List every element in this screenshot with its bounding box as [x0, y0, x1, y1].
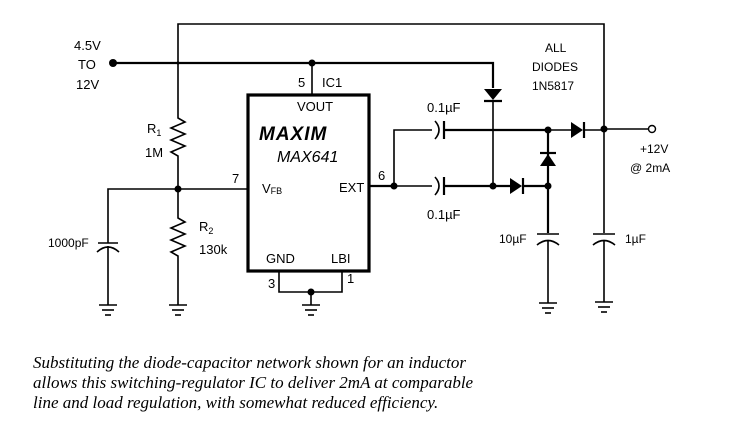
cpump-bottom-value: 0.1µF: [427, 207, 461, 222]
pin-ext-label: EXT: [339, 180, 364, 195]
pin6-number: 6: [378, 168, 385, 183]
output-label-2: @ 2mA: [630, 161, 670, 175]
output-label-1: +12V: [640, 142, 668, 156]
pin-gnd-label: GND: [266, 251, 295, 266]
pin5-number: 5: [298, 75, 305, 90]
figure-caption: Substituting the diode-capacitor network…: [33, 353, 713, 413]
input-label-1: 4.5V: [74, 38, 101, 53]
ic-part: MAX641: [277, 149, 338, 166]
r2-value: 130k: [199, 242, 228, 257]
wire-input-rail: [113, 61, 495, 88]
diode-output-icon: [571, 122, 583, 138]
input-label-3: 12V: [76, 77, 99, 92]
input-label-2: TO: [78, 57, 96, 72]
pin-lbi-label: LBI: [331, 251, 351, 266]
wire-cfb: [107, 188, 178, 243]
r1-value: 1M: [145, 145, 163, 160]
c10-value: 10µF: [499, 232, 527, 246]
diodes-note-3: 1N5817: [532, 79, 574, 93]
ic-ref: IC1: [322, 75, 342, 90]
ground-icon: [169, 304, 187, 316]
ground-icon: [539, 302, 557, 314]
diodes-note-2: DIODES: [532, 60, 578, 74]
r1-ref: R1: [147, 121, 161, 138]
diode-vertical-icon: [540, 154, 556, 166]
ground-icon: [302, 304, 320, 316]
capacitor-pump-top-curve: [434, 120, 440, 140]
caption-line-1: Substituting the diode-capacitor network…: [33, 353, 467, 372]
pin1-number: 1: [347, 271, 354, 286]
junction-r1-input: [176, 61, 180, 65]
cout-value: 1µF: [625, 232, 646, 246]
ground-icon: [99, 304, 117, 316]
ic-body: [246, 93, 371, 273]
diodes-note-1: ALL: [545, 41, 567, 55]
capacitor-pump-bottom-curve: [434, 176, 440, 196]
resistor-r1: [168, 100, 188, 189]
output-terminal: [647, 124, 657, 134]
pin7-number: 7: [232, 171, 239, 186]
ic-brand: MAXIM: [259, 124, 328, 145]
resistor-r2: [168, 189, 188, 305]
wire-feedback-top: [177, 23, 605, 128]
ground-icon: [595, 301, 613, 313]
pin-vfb-label: VFB: [262, 181, 282, 196]
wire-ext-top: [393, 129, 432, 186]
pin-vout-label: VOUT: [297, 99, 333, 114]
diode-bottom-icon: [510, 178, 522, 194]
junction-pump-bottom: [489, 182, 497, 190]
caption-line-3: line and load regulation, with somewhat …: [33, 393, 439, 412]
caption-line-2: allows this switching-regulator IC to de…: [33, 373, 474, 392]
pin3-number: 3: [268, 276, 275, 291]
cfb-value: 1000pF: [48, 236, 89, 250]
diode-input-icon: [484, 89, 502, 100]
r2-ref: R2: [199, 219, 213, 236]
cpump-top-value: 0.1µF: [427, 100, 461, 115]
